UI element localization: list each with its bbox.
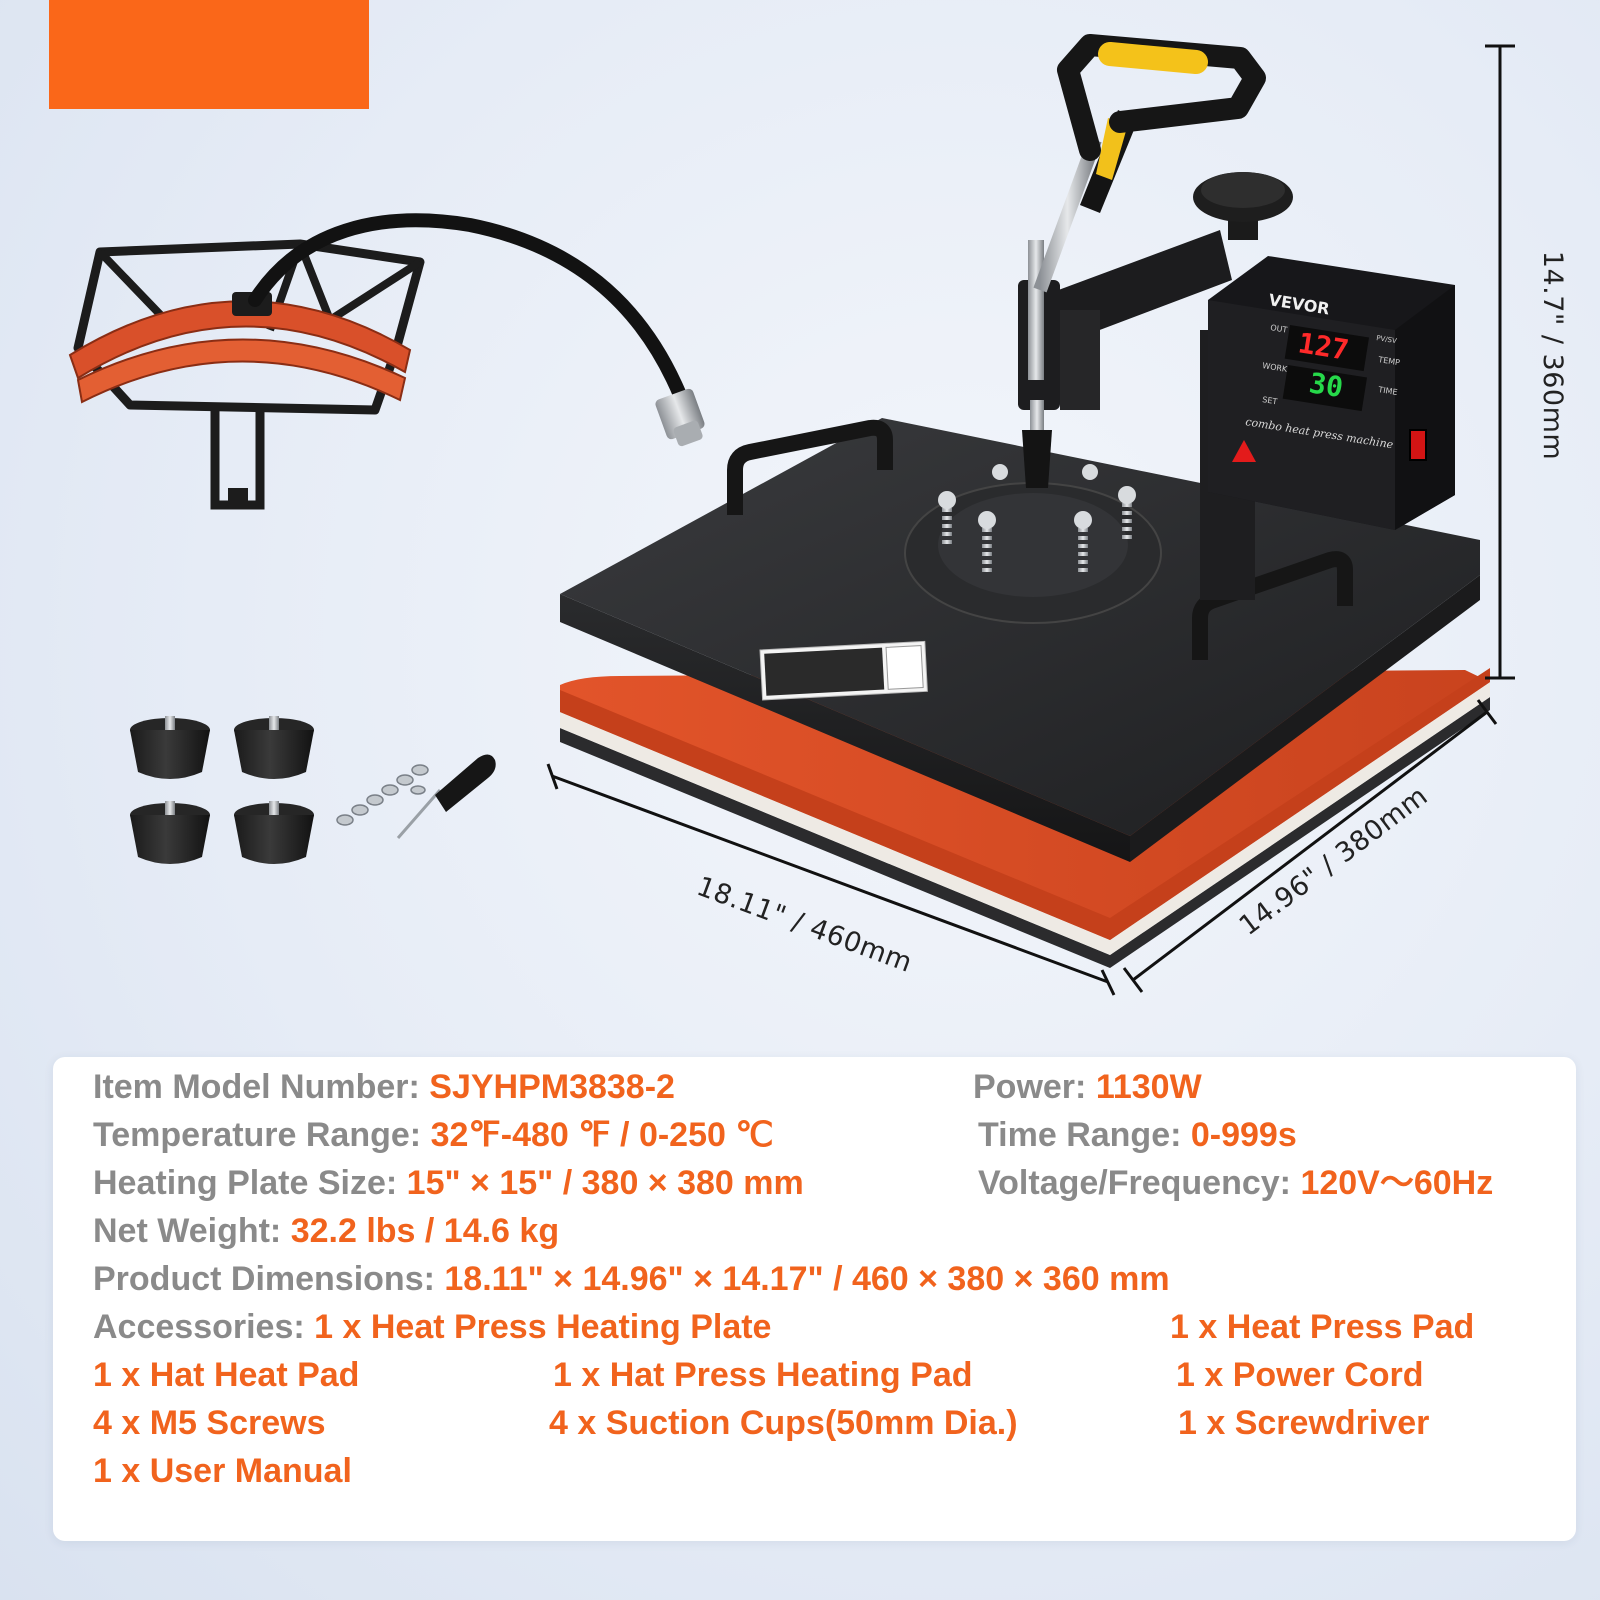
spec-dimensions: Product Dimensions: 18.11" × 14.96" × 14… [93,1259,1170,1299]
spec-temperature-value: 32℉-480 ℉ / 0-250 ℃ [430,1116,774,1154]
spec-net-weight-label: Net Weight: [93,1212,282,1250]
accessory-item: 1 x Power Cord [1176,1356,1424,1394]
spec-plate-size-value: 15" × 15" / 380 × 380 mm [406,1164,804,1202]
spec-time: Time Range: 0-999s [978,1115,1297,1155]
temperature-display: 127 [1296,326,1351,367]
spec-accessories-label: Accessories: [93,1308,305,1346]
spec-plate-size: Heating Plate Size: 15" × 15" / 380 × 38… [93,1163,804,1203]
control-panel-label-pvsv: PV/SV [1376,334,1398,345]
spec-accessories: Accessories: 1 x Heat Press Heating Plat… [93,1307,771,1347]
suction-cups [130,716,314,864]
product-illustration: VEVOR 127 30 OUT WORK SET TEMP TIME PV/S… [68,34,1515,996]
dimension-lines [546,44,1515,996]
control-panel-label-out: OUT [1270,323,1288,335]
spec-net-weight-value: 32.2 lbs / 14.6 kg [290,1212,560,1250]
height-dimension-label: 14.7" / 360mm [1537,250,1569,461]
spec-voltage-value: 120V～60Hz [1300,1164,1494,1202]
accessory-item: 1 x User Manual [93,1452,352,1490]
spec-time-value: 0-999s [1190,1116,1297,1154]
accessory-item: 1 x Screwdriver [1178,1404,1430,1442]
brand-color-bar [49,0,369,109]
screws-and-screwdriver [336,754,496,839]
spec-temperature-label: Temperature Range: [93,1116,422,1154]
control-panel-label-set: SET [1262,395,1278,406]
control-panel-label-work: WORK [1262,361,1289,374]
spec-power-value: 1130W [1095,1068,1202,1106]
control-panel-label-temp: TEMP [1377,355,1401,367]
spec-model-value: SJYHPM3838-2 [429,1068,675,1106]
accessory-item: 1 x Hat Press Heating Pad [553,1356,973,1394]
spec-plate-size-label: Heating Plate Size: [93,1164,398,1202]
spec-net-weight: Net Weight: 32.2 lbs / 14.6 kg [93,1211,559,1251]
specifications-card: Item Model Number: SJYHPM3838-2 Power: 1… [53,1057,1576,1541]
accessory-item: 1 x Heat Press Pad [1170,1308,1475,1346]
accessory-item: 4 x M5 Screws [93,1404,326,1442]
spec-dimensions-value: 18.11" × 14.96" × 14.17" / 460 × 380 × 3… [444,1260,1170,1298]
accessory-item: 1 x Heat Press Heating Plate [314,1308,772,1346]
time-display: 30 [1307,366,1345,404]
heat-press-machine [560,34,1490,968]
spec-voltage-label: Voltage/Frequency: [978,1164,1291,1202]
accessory-item: 4 x Suction Cups(50mm Dia.) [549,1404,1018,1442]
spec-dimensions-label: Product Dimensions: [93,1260,435,1298]
spec-time-label: Time Range: [978,1116,1182,1154]
control-panel-label-time: TIME [1377,385,1398,397]
spec-model: Item Model Number: SJYHPM3838-2 [93,1067,675,1107]
spec-power: Power: 1130W [973,1067,1202,1107]
spec-model-label: Item Model Number: [93,1068,420,1106]
spec-power-label: Power: [973,1068,1087,1106]
spec-voltage: Voltage/Frequency: 120V～60Hz [978,1163,1493,1203]
spec-temperature: Temperature Range: 32℉-480 ℉ / 0-250 ℃ [93,1115,774,1155]
pressure-springs [938,464,1136,572]
accessory-item: 1 x Hat Heat Pad [93,1356,360,1394]
hat-press-attachment [68,213,705,510]
